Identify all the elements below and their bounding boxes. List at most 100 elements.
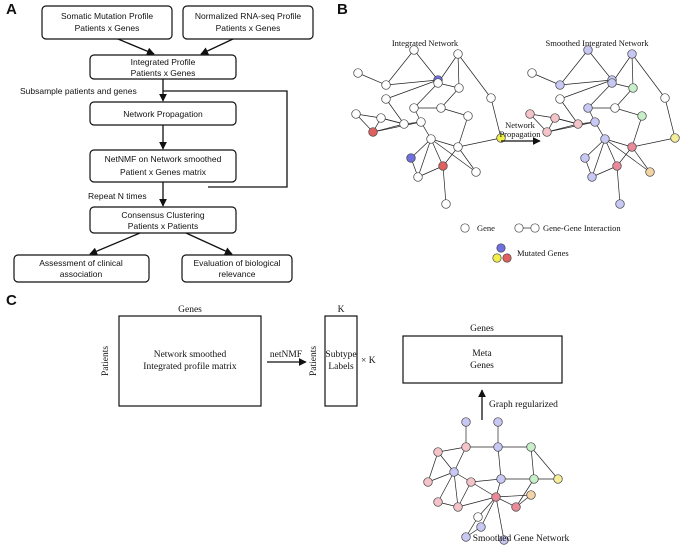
gene-network-node: [493, 417, 503, 427]
smoothed-gene-network-label: Smoothed Gene Network: [473, 534, 570, 544]
meta-text-2: Genes: [470, 361, 494, 371]
genes-right-label: Genes: [470, 324, 494, 334]
gene-network-edge: [530, 446, 535, 480]
integrated-network-edge: [430, 138, 444, 167]
panel-c-label: C: [6, 292, 17, 309]
gene-network-node: [461, 417, 471, 427]
legend-mutated-blue: [496, 243, 506, 253]
gene-network-edge: [515, 478, 535, 508]
gene-network-node: [529, 474, 539, 484]
integrated-network-node: [368, 127, 378, 137]
integrated-network-node: [463, 111, 473, 121]
integrated-network-edge: [490, 97, 502, 139]
integrated-network-node: [453, 142, 463, 152]
clinical-line1: Assessment of clinical: [39, 258, 123, 268]
smoothed-network-node: [550, 113, 560, 123]
propagation-label-2: Propagation: [499, 129, 541, 139]
integrated-network-edge: [417, 138, 432, 178]
integrated-network-edge: [385, 79, 439, 100]
subtype-text-2: Labels: [328, 362, 354, 372]
smoothed-network-edge: [559, 98, 579, 125]
gene-network-node: [476, 522, 486, 532]
smoothed-network-node: [600, 134, 610, 144]
integrated-network-node: [438, 161, 448, 171]
matrix-text-1: Network smoothed: [154, 350, 227, 360]
smoothed-network-node: [580, 153, 590, 163]
legend-gene-label: Gene: [477, 223, 495, 233]
smoothed-network-node: [587, 172, 597, 182]
gene-network-node: [433, 447, 443, 457]
biological-line2: relevance: [219, 269, 256, 279]
smoothed-network-node: [670, 133, 680, 143]
legend-mutated-red: [502, 253, 512, 263]
k-top-label: K: [338, 305, 345, 315]
integrated-network-edge: [430, 138, 459, 148]
gene-network-node: [526, 442, 536, 452]
repeat-label: Repeat N times: [88, 191, 147, 201]
integrated-network-node: [409, 103, 419, 113]
integrated-network-edge: [357, 72, 387, 86]
gene-network-node: [461, 532, 471, 542]
integrated-network-node: [436, 103, 446, 113]
gene-network-edge: [470, 481, 497, 498]
arrow-consensus-to-clinical: [89, 232, 141, 255]
somatic-mutation-box: [41, 5, 173, 40]
smoothed-network-edge: [631, 53, 666, 99]
gene-network-node: [449, 467, 459, 477]
gene-network-node: [499, 535, 509, 545]
profile-matrix-box: [118, 315, 262, 407]
graph-regularized-label: Graph regularized: [489, 400, 558, 410]
panel-c: Genes Patients Network smoothed Integrat…: [101, 305, 570, 545]
smoothed-network-edge: [604, 138, 633, 148]
smoothed-network-edge: [616, 165, 621, 205]
smoothed-network-edge: [631, 53, 634, 89]
gene-network-node: [526, 490, 536, 500]
integrated-network-edge: [385, 98, 405, 125]
gene-network-node: [461, 442, 471, 452]
biological-line1: Evaluation of biological: [194, 258, 281, 268]
biological-box: [181, 254, 293, 283]
clinical-line2: association: [60, 269, 103, 279]
times-k-label: × K: [361, 356, 376, 366]
gene-network-edge: [495, 494, 532, 498]
smoothed-network-edge: [587, 49, 613, 81]
panel-b-label: B: [337, 1, 348, 18]
integrated-network-node: [441, 199, 451, 209]
smoothed-network-node: [612, 161, 622, 171]
netnmf-label: netNMF: [270, 350, 302, 360]
gene-network-edge: [437, 471, 455, 503]
smoothed-network-edge: [531, 72, 561, 86]
propagation-label-1: Network: [505, 120, 535, 130]
smoothed-network-edge: [631, 146, 651, 173]
integrated-network-node: [406, 153, 416, 163]
subtype-text-1: Subtype: [325, 350, 356, 360]
smoothed-gene-network: [423, 417, 563, 545]
smoothed-network-edge: [559, 79, 613, 100]
patients-left-label: Patients: [101, 346, 111, 376]
subtype-labels-box: [324, 315, 358, 407]
gene-network-edge: [437, 446, 467, 453]
legend-mutated-yellow: [492, 253, 502, 263]
smoothed-network-title: Smoothed Integrated Network: [546, 38, 650, 48]
smoothed-network-edge: [559, 49, 589, 86]
smoothed-network-node: [610, 103, 620, 113]
smoothed-network-node: [555, 80, 565, 90]
smoothed-network-edge: [559, 79, 613, 86]
integrated-network-node: [433, 78, 443, 88]
smoothed-network-edge: [631, 137, 676, 148]
rnaseq-line1: Normalized RNA-seq Profile: [195, 11, 302, 21]
integrated-network-node: [416, 117, 426, 127]
integrated-network-node: [381, 94, 391, 104]
integrated-network-node: [399, 119, 409, 129]
integrated-network-edge: [430, 138, 477, 173]
patients-mid-label: Patients: [309, 346, 319, 376]
panel-a-label: A: [6, 1, 17, 18]
legend-mutated-label: Mutated Genes: [517, 248, 569, 258]
integrated-network-edge: [457, 146, 477, 173]
matrix-text-2: Integrated profile matrix: [143, 361, 237, 372]
legend-interaction-node-a: [514, 223, 524, 233]
gene-network-edge: [480, 496, 497, 528]
smoothed-network-edge: [631, 115, 643, 148]
